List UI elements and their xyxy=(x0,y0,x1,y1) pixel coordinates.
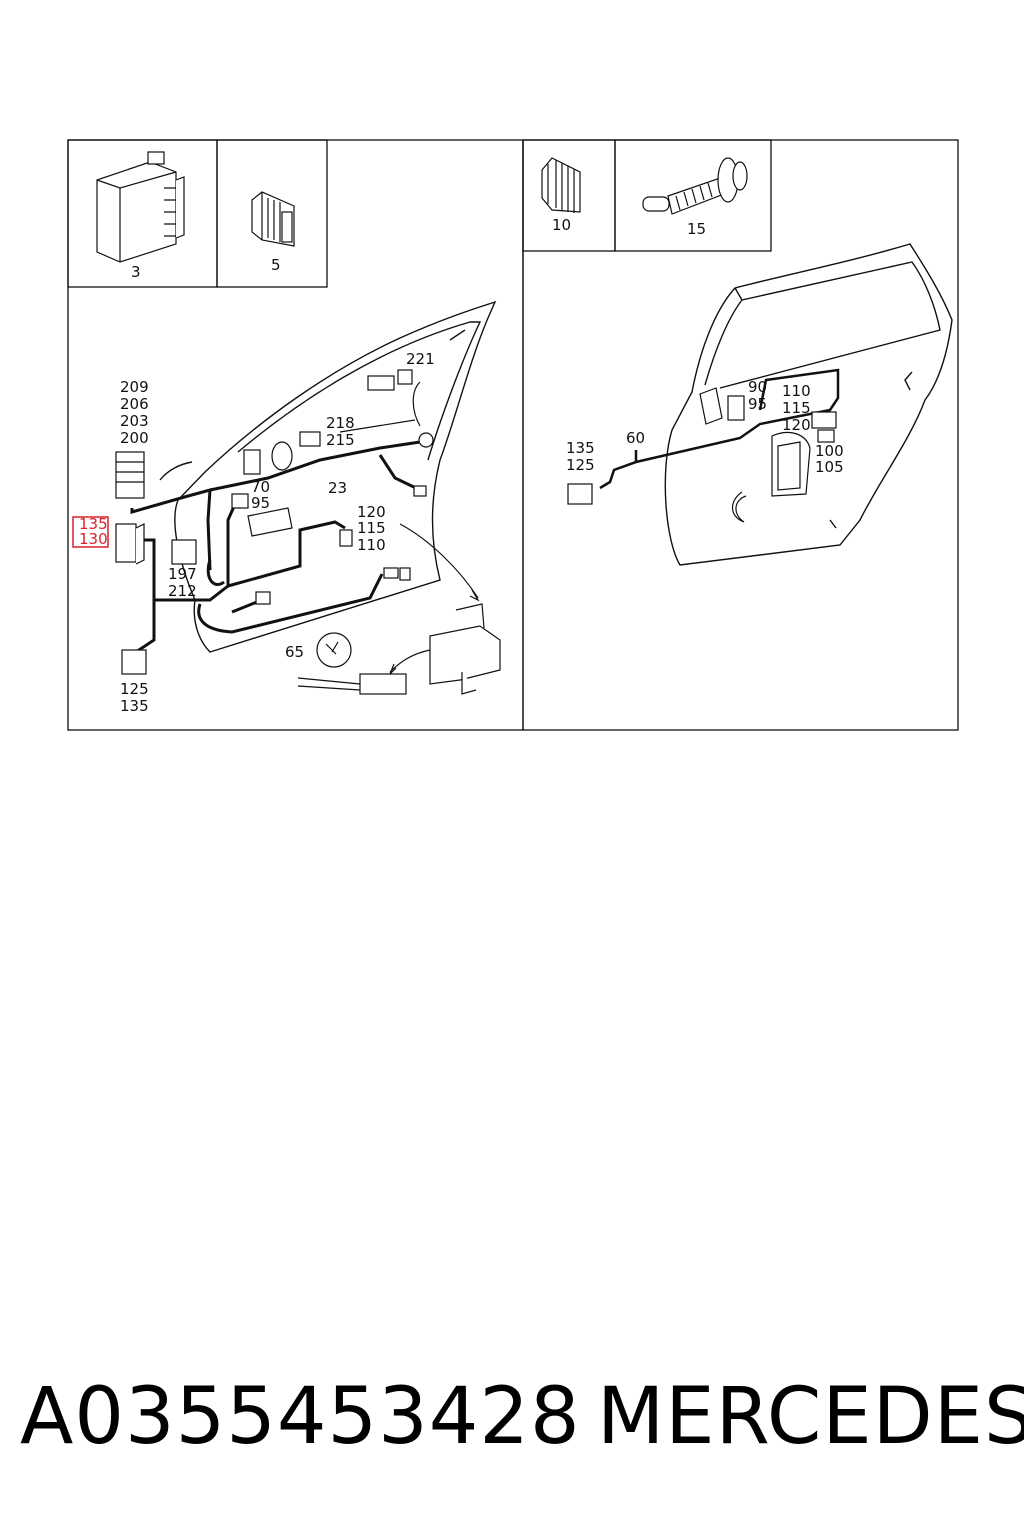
callout-200: 200 xyxy=(120,429,149,447)
callout-labels: 3 5 10 15 221 209 206 203 200 218 215 70… xyxy=(72,216,844,715)
callout-110-front: 110 xyxy=(357,536,386,554)
callout-95-front: 95 xyxy=(251,494,270,512)
callout-221: 221 xyxy=(406,350,435,368)
callout-23: 23 xyxy=(328,479,347,497)
callout-90: 90 xyxy=(748,378,767,396)
callout-209: 209 xyxy=(120,378,149,396)
callout-212: 212 xyxy=(168,582,197,600)
callout-15: 15 xyxy=(687,220,706,238)
rear-connectors xyxy=(567,387,837,523)
callout-10: 10 xyxy=(552,216,571,234)
callout-197: 197 xyxy=(168,565,197,583)
diagram-frames xyxy=(67,139,959,731)
parts-diagram: 3 5 10 15 221 209 206 203 200 218 215 70… xyxy=(0,0,1024,760)
callout-135-rear: 135 xyxy=(566,439,595,457)
callout-5: 5 xyxy=(271,256,281,274)
callout-105: 105 xyxy=(815,458,844,476)
control-module-icon xyxy=(96,151,185,263)
callout-3: 3 xyxy=(131,263,141,281)
callout-60: 60 xyxy=(626,429,645,447)
callout-120-rear: 120 xyxy=(782,416,811,434)
callout-70: 70 xyxy=(251,478,270,496)
callout-135-highlighted: 135 xyxy=(79,515,108,533)
callout-95-rear: 95 xyxy=(748,395,767,413)
callout-130-highlighted: 130 xyxy=(79,530,108,548)
rubber-sleeve-icon xyxy=(541,157,581,213)
callout-110-rear: 110 xyxy=(782,382,811,400)
connector-housing-icon xyxy=(251,191,295,247)
callout-125-rear: 125 xyxy=(566,456,595,474)
callout-125-front: 125 xyxy=(120,680,149,698)
part-number: A0355453428 xyxy=(20,1372,581,1462)
callout-218: 218 xyxy=(326,414,355,432)
callout-115-rear: 115 xyxy=(782,399,811,417)
grommet-plug-icon xyxy=(642,157,748,215)
brand-name: MERCEDES xyxy=(597,1372,1024,1462)
rear-wiring-harness xyxy=(599,368,840,490)
front-connectors xyxy=(115,369,501,695)
highlight-box xyxy=(72,516,109,548)
callout-206: 206 xyxy=(120,395,149,413)
callout-100: 100 xyxy=(815,442,844,460)
rear-door-outline xyxy=(664,243,953,566)
callout-65: 65 xyxy=(285,643,304,661)
callout-203: 203 xyxy=(120,412,149,430)
callout-215: 215 xyxy=(326,431,355,449)
callout-120-front: 120 xyxy=(357,503,386,521)
callout-135-front: 135 xyxy=(120,697,149,715)
callout-115-front: 115 xyxy=(357,519,386,537)
